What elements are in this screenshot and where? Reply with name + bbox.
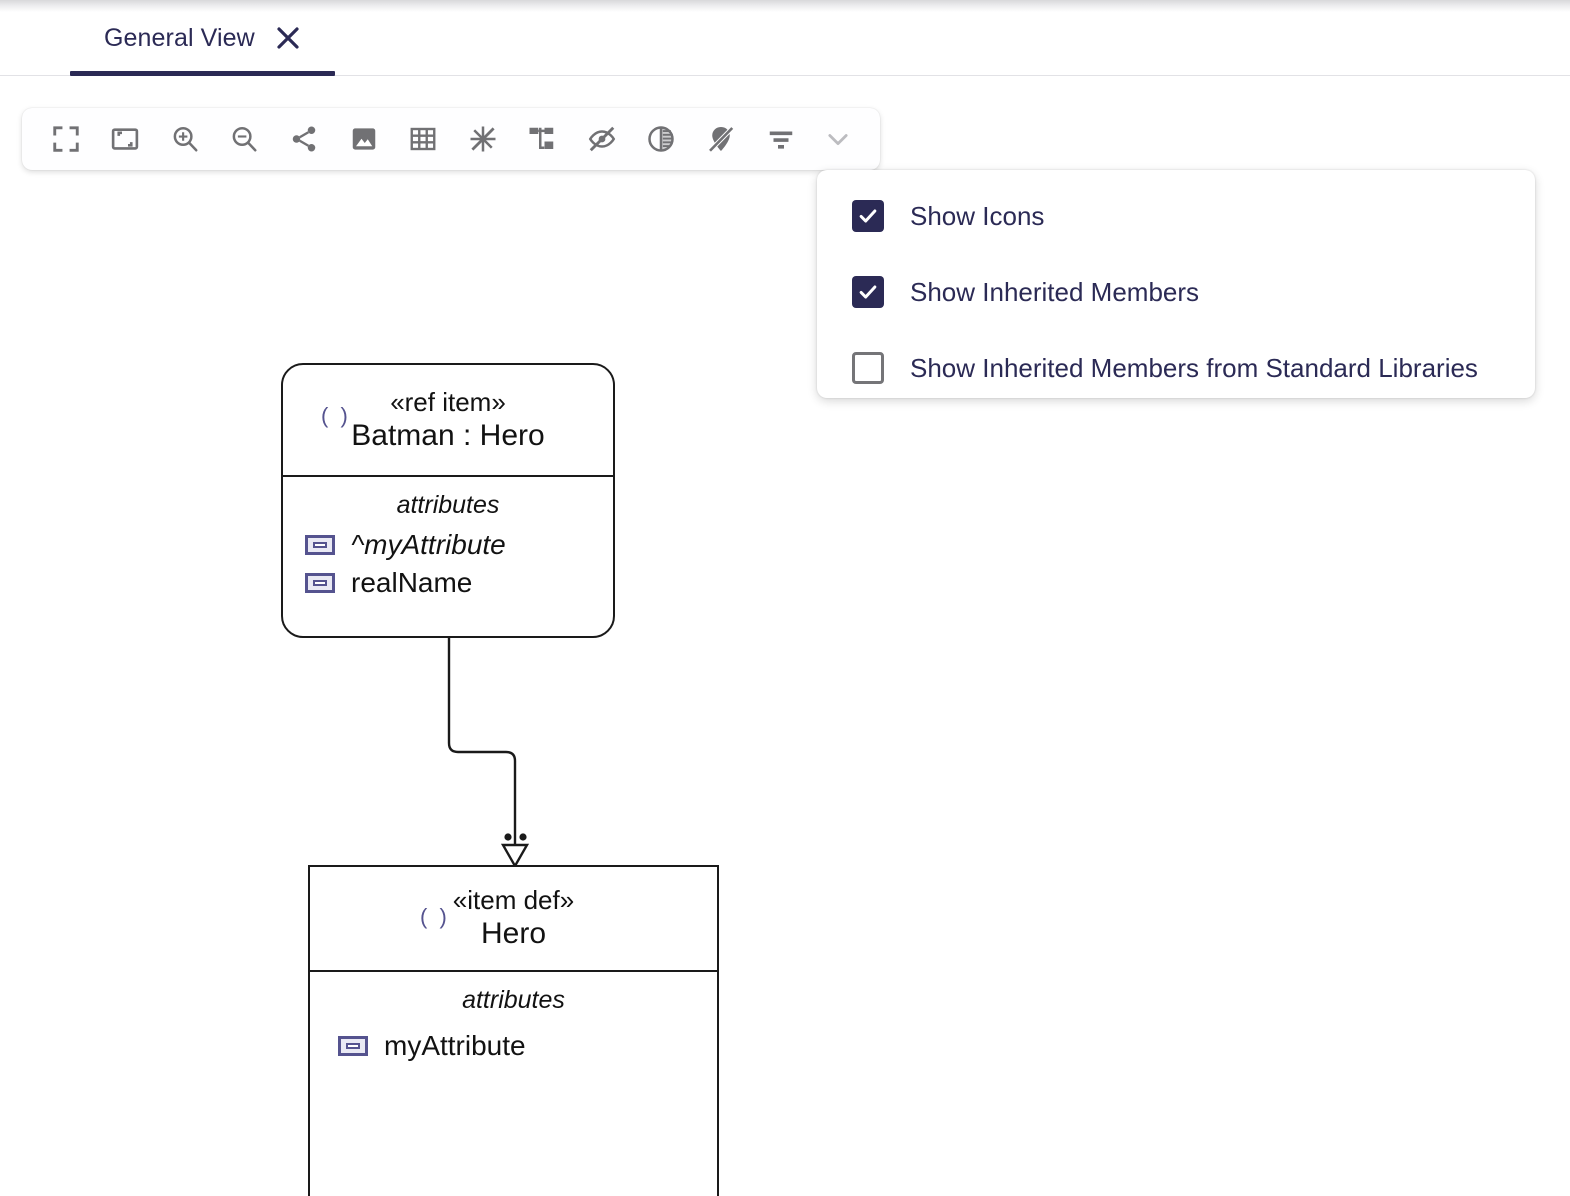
attribute-icon: [338, 1036, 368, 1056]
close-icon[interactable]: [275, 25, 301, 51]
checkbox-checked-icon[interactable]: [852, 200, 884, 232]
node-stereotype: «ref item»: [390, 386, 506, 417]
auto-layout-icon[interactable]: [513, 110, 573, 168]
tab-active-indicator: [70, 71, 335, 76]
checkbox-checked-icon[interactable]: [852, 276, 884, 308]
snap-to-grid-icon[interactable]: [453, 110, 513, 168]
compartment-title: attributes: [462, 986, 565, 1014]
attribute-icon: [305, 535, 335, 555]
menu-item-show-inherited-members-standard-libraries[interactable]: Show Inherited Members from Standard Lib…: [817, 330, 1535, 406]
hide-label-icon[interactable]: [691, 110, 751, 168]
checkbox-unchecked-icon[interactable]: [852, 352, 884, 384]
attribute-icon: [305, 573, 335, 593]
menu-item-label: Show Icons: [910, 200, 1045, 231]
contrast-icon[interactable]: [632, 110, 692, 168]
image-export-icon[interactable]: [334, 110, 394, 168]
tab-bar: General View: [0, 0, 1570, 76]
diagram-canvas[interactable]: ( ) «ref item» Batman : Hero attributes …: [0, 172, 1570, 1196]
diagram-node-batman[interactable]: ( ) «ref item» Batman : Hero attributes …: [281, 363, 615, 638]
hide-elements-icon[interactable]: [572, 110, 632, 168]
tab-label: General View: [104, 23, 255, 52]
menu-item-label: Show Inherited Members: [910, 276, 1200, 307]
filter-icon[interactable]: [751, 110, 811, 168]
tab-general-view[interactable]: General View: [70, 0, 317, 76]
fit-to-screen-icon[interactable]: [36, 110, 96, 168]
diagram-node-hero[interactable]: ( ) «item def» Hero attributes myAttribu…: [308, 865, 719, 1196]
view-options-menu: Show Icons Show Inherited Members Show I…: [817, 170, 1535, 398]
attribute-row[interactable]: realName: [283, 564, 613, 602]
attribute-label: ^myAttribute: [351, 529, 506, 560]
attribute-row[interactable]: myAttribute: [310, 1027, 717, 1065]
menu-item-show-inherited-members[interactable]: Show Inherited Members: [817, 254, 1535, 330]
window-top-shadow: [0, 0, 1570, 12]
attribute-label: realName: [351, 567, 473, 598]
menu-item-show-icons[interactable]: Show Icons: [817, 178, 1535, 254]
compartment-title: attributes: [396, 491, 500, 519]
node-header: ( ) «ref item» Batman : Hero: [283, 365, 613, 477]
node-attributes-compartment: attributes myAttribute: [310, 972, 717, 1065]
attribute-row[interactable]: ^myAttribute: [283, 526, 613, 564]
fit-to-window-icon[interactable]: [96, 110, 156, 168]
node-name: Batman : Hero: [351, 418, 545, 452]
share-icon[interactable]: [274, 110, 334, 168]
attribute-label: myAttribute: [384, 1030, 526, 1061]
menu-item-label: Show Inherited Members from Standard Lib…: [910, 352, 1478, 383]
node-title-block: «ref item» Batman : Hero: [283, 387, 613, 453]
redefinition-arrow: [447, 638, 530, 869]
ref-item-icon: ( ): [321, 403, 351, 428]
item-def-icon: ( ): [420, 904, 450, 929]
zoom-out-icon[interactable]: [215, 110, 275, 168]
chevron-down-icon[interactable]: [810, 110, 866, 168]
diagram-toolbar: [22, 108, 880, 170]
node-stereotype: «item def»: [452, 885, 575, 916]
node-attributes-compartment: attributes ^myAttribute realName: [283, 477, 613, 602]
node-name: Hero: [480, 917, 547, 951]
grid-icon[interactable]: [393, 110, 453, 168]
node-header: ( ) «item def» Hero: [310, 867, 717, 972]
node-title-block: «item def» Hero: [310, 885, 717, 951]
zoom-in-icon[interactable]: [155, 110, 215, 168]
